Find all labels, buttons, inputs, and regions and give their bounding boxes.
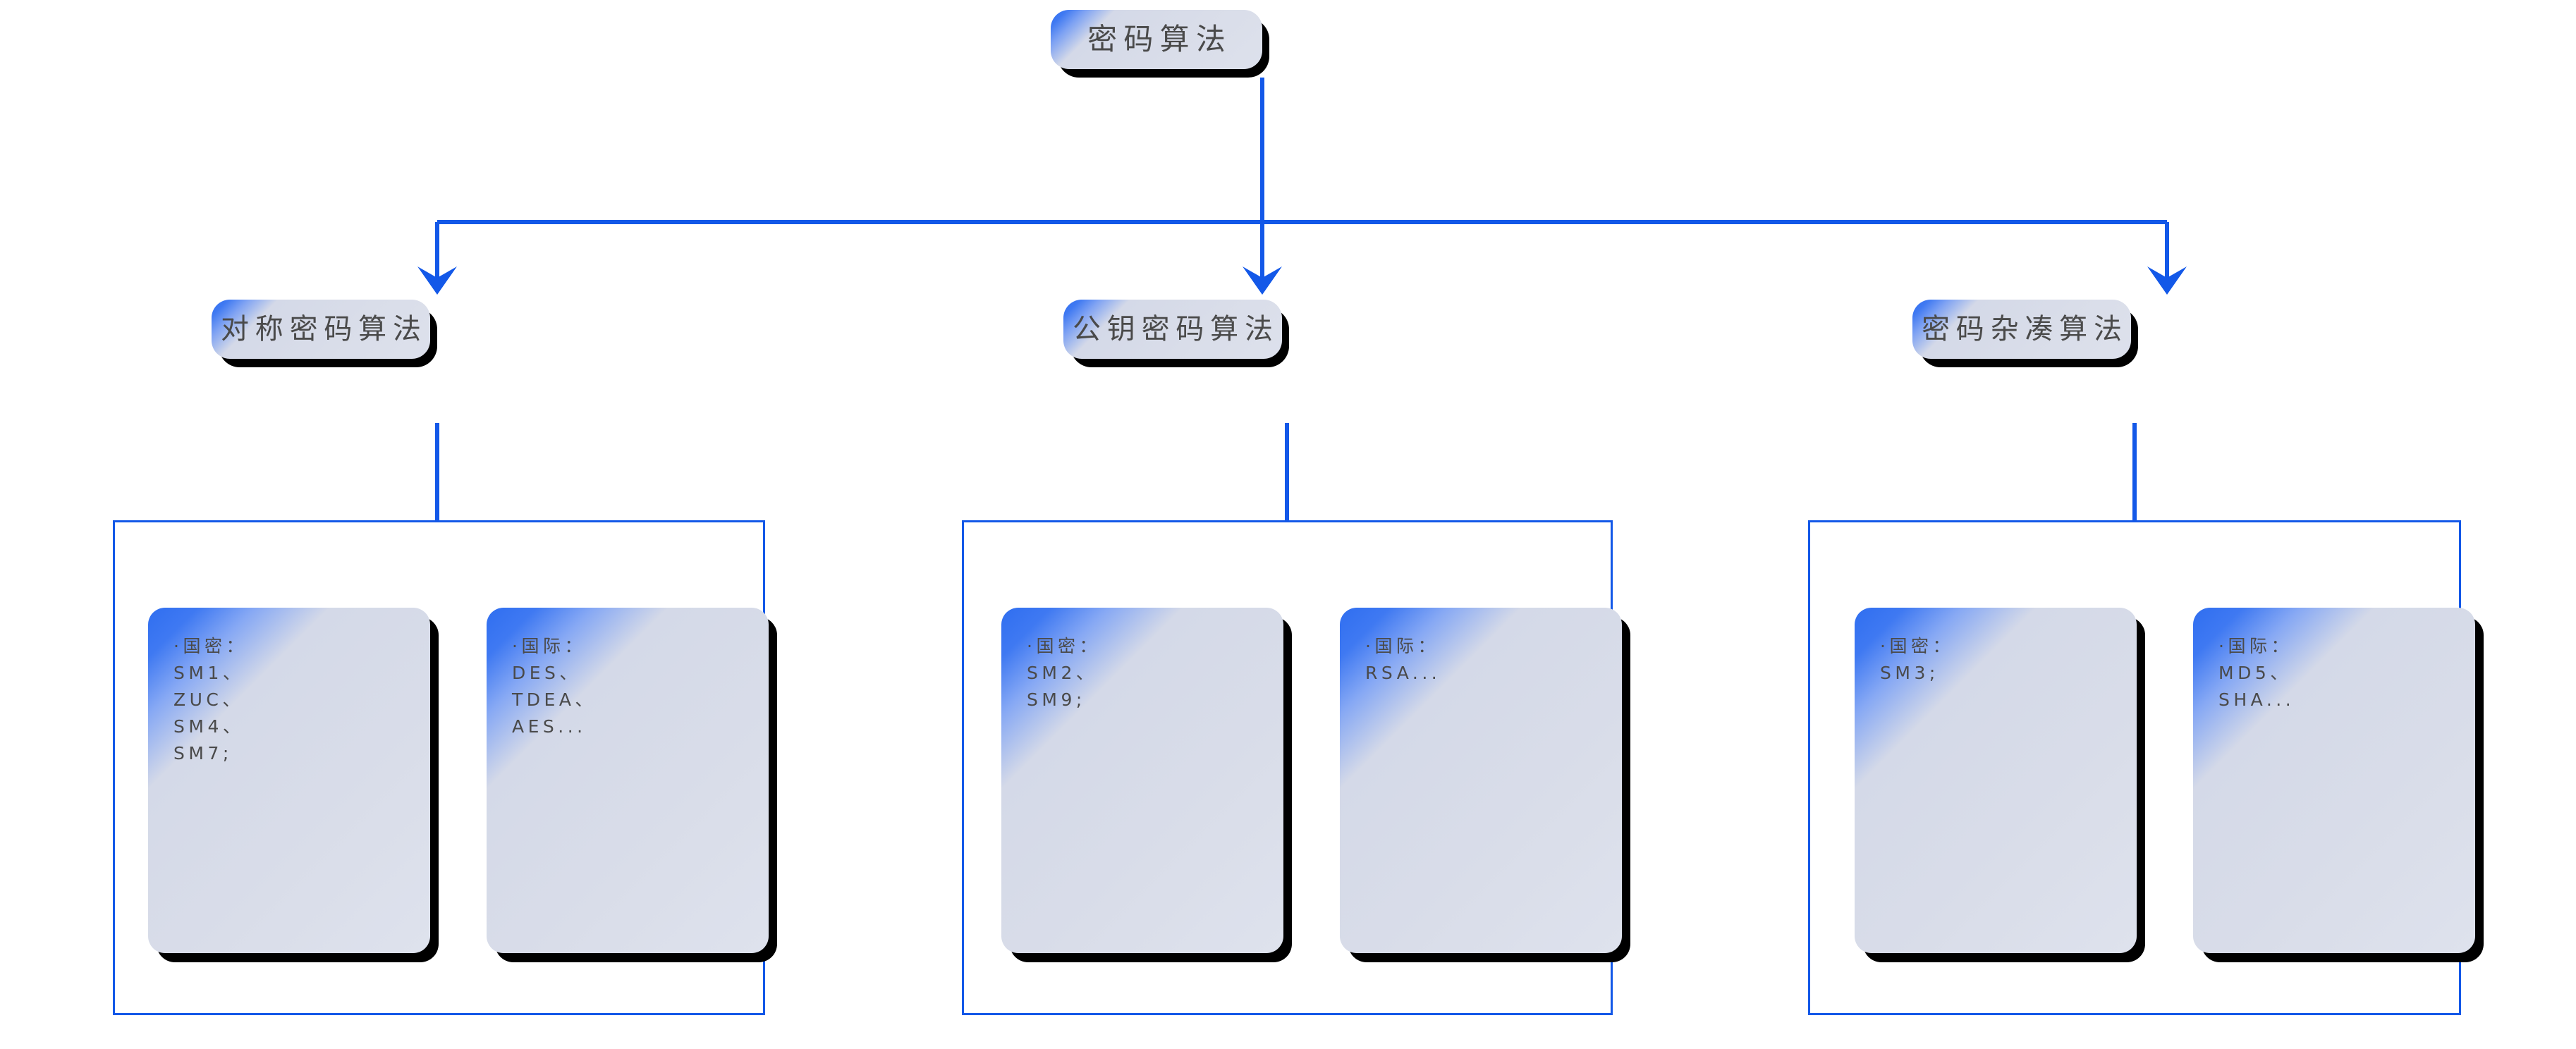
- node-symmetric[interactable]: 对称密码算法: [212, 300, 437, 367]
- node-root[interactable]: 密码算法: [1051, 10, 1269, 78]
- node-face: 对称密码算法: [212, 300, 430, 359]
- node-label: 公钥密码算法: [1072, 313, 1279, 345]
- leaf-text: ·国际： MD5、 SHA...: [2218, 636, 2295, 710]
- node-face: ·国际： DES、 TDEA、 AES...: [487, 608, 769, 953]
- leaf-card-sym-domestic[interactable]: ·国密： SM1、 ZUC、 SM4、 SM7;: [148, 608, 439, 962]
- node-face: ·国密： SM3;: [1855, 608, 2137, 953]
- node-label: 对称密码算法: [220, 313, 427, 345]
- node-face: ·国密： SM1、 ZUC、 SM4、 SM7;: [148, 608, 430, 953]
- arrowhead-publickey: [1243, 266, 1282, 295]
- arrowhead-symmetric: [417, 266, 457, 295]
- leaf-card-hash-international[interactable]: ·国际： MD5、 SHA...: [2193, 608, 2484, 962]
- node-hash[interactable]: 密码杂凑算法: [1912, 300, 2138, 367]
- arrowhead-hash: [2147, 266, 2187, 295]
- leaf-text: ·国密： SM2、 SM9;: [1027, 636, 1101, 710]
- leaf-card-hash-domestic[interactable]: ·国密： SM3;: [1855, 608, 2145, 962]
- node-publickey[interactable]: 公钥密码算法: [1063, 300, 1289, 367]
- leaf-card-pub-international[interactable]: ·国际： RSA...: [1340, 608, 1630, 962]
- node-label: 密码算法: [1087, 21, 1233, 56]
- node-label: 密码杂凑算法: [1921, 313, 2128, 345]
- leaf-card-pub-domestic[interactable]: ·国密： SM2、 SM9;: [1001, 608, 1292, 962]
- node-face: 密码算法: [1051, 10, 1262, 69]
- leaf-text: ·国际： RSA...: [1365, 636, 1441, 683]
- leaf-text: ·国密： SM1、 ZUC、 SM4、 SM7;: [173, 636, 248, 763]
- node-face: ·国际： MD5、 SHA...: [2193, 608, 2475, 953]
- leaf-text: ·国际： DES、 TDEA、 AES...: [512, 636, 597, 737]
- leaf-text: ·国密： SM3;: [1880, 636, 1954, 683]
- node-face: ·国密： SM2、 SM9;: [1001, 608, 1283, 953]
- node-face: ·国际： RSA...: [1340, 608, 1622, 953]
- node-face: 公钥密码算法: [1063, 300, 1282, 359]
- node-face: 密码杂凑算法: [1912, 300, 2131, 359]
- leaf-card-sym-international[interactable]: ·国际： DES、 TDEA、 AES...: [487, 608, 777, 962]
